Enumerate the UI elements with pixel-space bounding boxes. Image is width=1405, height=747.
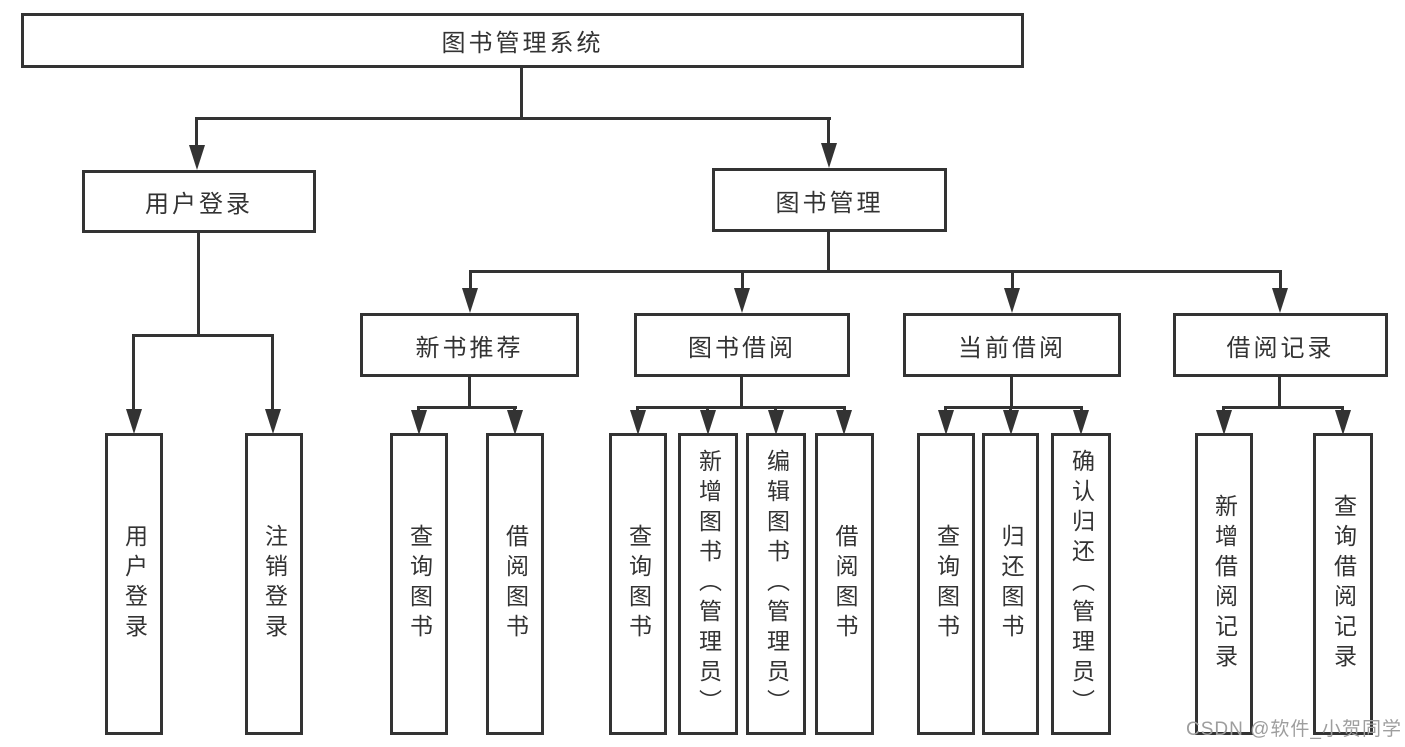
connector-book-mgmt-drop-2 <box>741 270 744 292</box>
connector-current-bar <box>944 406 1083 409</box>
leaf-borrow-borrow-book-label: 借阅图书 <box>832 524 858 644</box>
leaf-user-login: 用户登录 <box>105 433 163 735</box>
connector-user-login-stem <box>197 231 200 337</box>
leaf-record-add: 新增借阅记录 <box>1195 433 1253 735</box>
node-borrow-record-label: 借阅记录 <box>1226 334 1335 362</box>
watermark: CSDN @软件_小贺同学 <box>1186 719 1402 740</box>
leaf-current-confirm-return-admin: 确认归还（管理员） <box>1051 433 1111 735</box>
node-user-login: 用户登录 <box>82 170 316 233</box>
leaf-borrow-edit-book-admin-label: 编辑图书（管理员） <box>763 449 790 719</box>
connector-book-mgmt-stem <box>827 230 830 273</box>
node-new-book-recommend-label: 新书推荐 <box>415 334 524 362</box>
arrow-down-icon <box>1003 410 1019 435</box>
connector-root-bar <box>196 117 831 120</box>
node-current-borrow-label: 当前借阅 <box>958 334 1066 362</box>
leaf-current-return-book-label: 归还图书 <box>998 524 1024 644</box>
arrow-down-icon <box>265 409 281 434</box>
arrow-down-icon <box>700 410 716 435</box>
leaf-current-confirm-return-admin-label: 确认归还（管理员） <box>1068 449 1095 719</box>
arrow-down-icon <box>938 410 954 435</box>
leaf-record-add-label: 新增借阅记录 <box>1211 494 1238 674</box>
leaf-borrow-query-book: 查询图书 <box>609 433 667 735</box>
connector-root-left-drop <box>195 117 198 150</box>
node-user-login-label: 用户登录 <box>145 191 253 218</box>
arrow-down-icon <box>1335 410 1351 435</box>
leaf-current-query-book-label: 查询图书 <box>933 524 960 644</box>
connector-user-login-right-drop <box>271 334 274 411</box>
arrow-down-icon <box>126 409 142 434</box>
leaf-recommend-query-book: 查询图书 <box>390 433 448 735</box>
node-book-management: 图书管理 <box>712 168 947 232</box>
leaf-borrow-query-book-label: 查询图书 <box>625 524 652 644</box>
leaf-borrow-add-book-admin-label: 新增图书（管理员） <box>695 449 722 719</box>
arrow-down-icon <box>411 410 427 435</box>
arrow-down-icon <box>462 288 478 313</box>
arrow-down-icon <box>1004 288 1020 313</box>
arrow-down-icon <box>507 410 523 435</box>
leaf-borrow-add-book-admin: 新增图书（管理员） <box>678 433 738 735</box>
leaf-record-query: 查询借阅记录 <box>1313 433 1373 735</box>
connector-borrow-stem <box>740 375 743 408</box>
connector-recommend-bar <box>417 406 517 409</box>
leaf-recommend-borrow-book-label: 借阅图书 <box>502 524 529 644</box>
arrow-down-icon <box>768 410 784 435</box>
connector-borrow-bar <box>636 406 846 409</box>
arrow-down-icon <box>1073 410 1089 435</box>
node-current-borrow: 当前借阅 <box>903 313 1121 377</box>
leaf-current-query-book: 查询图书 <box>917 433 975 735</box>
arrow-down-icon <box>1216 410 1232 435</box>
arrow-down-icon <box>189 145 205 170</box>
connector-book-mgmt-bar <box>469 270 1281 273</box>
leaf-logout: 注销登录 <box>245 433 303 735</box>
connector-book-mgmt-drop-4 <box>1279 270 1282 292</box>
leaf-record-query-label: 查询借阅记录 <box>1330 494 1357 674</box>
leaf-recommend-query-book-label: 查询图书 <box>406 524 433 644</box>
connector-book-mgmt-drop-1 <box>469 270 472 292</box>
connector-book-mgmt-drop-3 <box>1011 270 1014 292</box>
connector-current-stem <box>1010 375 1013 408</box>
connector-recommend-stem <box>468 375 471 408</box>
node-book-management-label: 图书管理 <box>775 189 884 217</box>
connector-user-login-bar <box>132 334 274 337</box>
arrow-down-icon <box>734 288 750 313</box>
leaf-user-login-label: 用户登录 <box>121 524 148 644</box>
arrow-down-icon <box>821 143 837 168</box>
leaf-logout-label: 注销登录 <box>261 524 288 644</box>
node-book-borrow-label: 图书借阅 <box>688 334 796 362</box>
node-root: 图书管理系统 <box>21 13 1024 68</box>
arrow-down-icon <box>836 410 852 435</box>
node-new-book-recommend: 新书推荐 <box>360 313 579 377</box>
node-root-label: 图书管理系统 <box>441 30 604 57</box>
node-book-borrow: 图书借阅 <box>634 313 850 377</box>
connector-root-right-drop <box>827 117 830 148</box>
leaf-borrow-borrow-book: 借阅图书 <box>815 433 874 735</box>
leaf-current-return-book: 归还图书 <box>982 433 1039 735</box>
leaf-borrow-edit-book-admin: 编辑图书（管理员） <box>746 433 806 735</box>
connector-record-stem <box>1278 375 1281 408</box>
arrow-down-icon <box>630 410 646 435</box>
node-borrow-record: 借阅记录 <box>1173 313 1388 377</box>
connector-record-bar <box>1222 406 1344 409</box>
leaf-recommend-borrow-book: 借阅图书 <box>486 433 544 735</box>
connector-user-login-left-drop <box>132 334 135 411</box>
arrow-down-icon <box>1272 288 1288 313</box>
connector-root-stem <box>520 66 523 119</box>
